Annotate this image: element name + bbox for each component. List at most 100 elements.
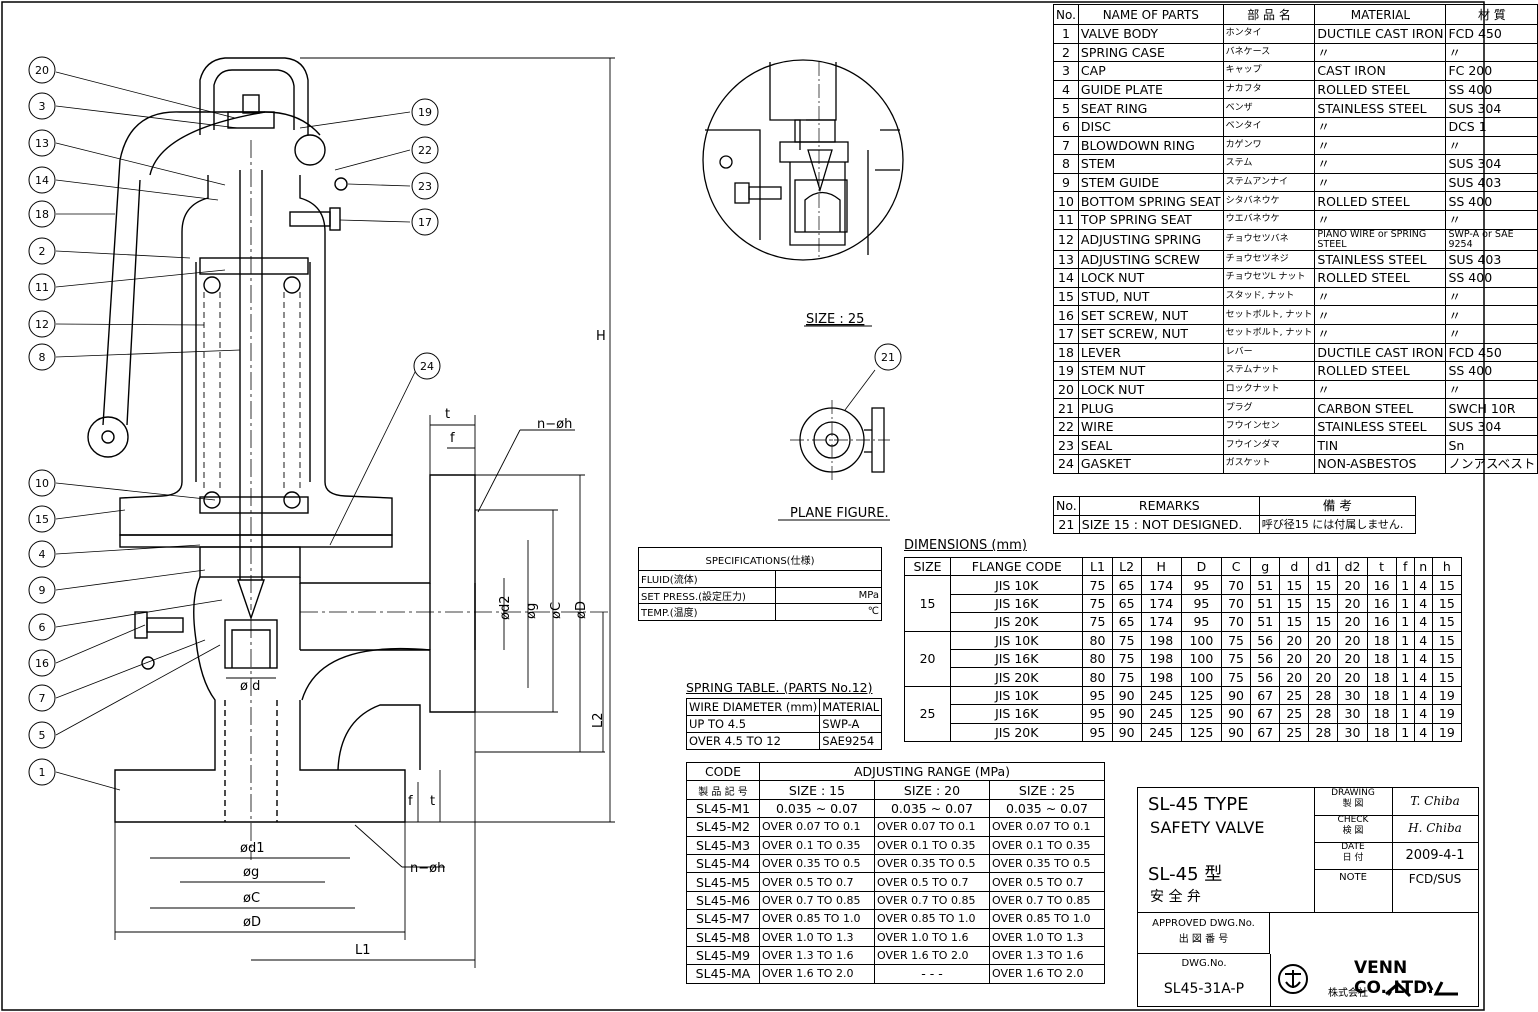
dim-L1: L1 [355,943,371,958]
dim-cell: 16 [1366,575,1397,595]
parts-name: CAP [1077,61,1224,81]
date-label: DATE [1341,842,1365,852]
dim-cell: JIS 20K [950,722,1084,742]
parts-material-jp: 〃 [1445,42,1538,63]
dim-cell: 67 [1250,722,1281,742]
parts-no: 5 [1053,98,1079,118]
parts-no: 10 [1053,191,1079,211]
spring-material: SAE9254 [819,732,883,750]
parts-material: ROLLED STEEL [1314,191,1447,211]
dim-header: C [1221,556,1252,577]
svg-text:13: 13 [35,137,49,150]
dim-cell: 174 [1140,575,1182,595]
dim-header: D [1180,556,1223,577]
parts-material: ROLLED STEEL [1314,361,1447,381]
dim-g-vert: øg [524,603,539,619]
dim-cell: 19 [1431,704,1463,724]
parts-name-jp: セットボルト, ナット [1222,323,1316,344]
plane-figure [790,369,890,480]
approved-label: APPROVED DWG.No. [1152,918,1255,929]
parts-material-jp: 〃 [1445,135,1538,156]
parts-material-jp: FCD 450 [1445,24,1538,44]
parts-name: SPRING CASE [1077,42,1224,63]
dim-cell: 80 [1082,648,1113,669]
dim-D: øD [243,915,261,930]
parts-name-jp: ステム [1222,154,1316,174]
parts-header-name-jp: 部 品 名 [1222,4,1316,25]
dim-cell: 20 [1308,667,1339,687]
dim-cell: 1 [1395,667,1415,687]
dim-cell: 20 [1337,575,1368,595]
parts-material: TIN [1314,435,1447,456]
dim-cell: 18 [1366,704,1397,724]
parts-name-jp: スタッド, ナット [1222,286,1316,307]
dim-cell: 70 [1221,575,1252,595]
parts-name-jp: フウインダマ [1222,435,1316,456]
part-balloon: 7 [28,684,56,712]
part-balloon: 10 [28,469,56,497]
dim-cell: 4 [1413,630,1433,650]
dim-cell: 16 [1366,593,1397,614]
adj-range: OVER 0.07 TO 0.1 [874,817,990,837]
parts-header-no: No. [1053,4,1079,25]
dim-cell: 18 [1366,667,1397,687]
dim-cell: 15 [1431,612,1463,632]
dim-cell: 198 [1140,648,1182,669]
adj-range: OVER 1.0 TO 1.3 [989,927,1105,947]
dim-cell: 30 [1337,704,1368,724]
part-balloon: 23 [411,172,439,200]
part-balloon: 15 [28,505,56,533]
dim-cell: 1 [1395,648,1415,669]
title-en-2: SAFETY VALVE [1150,818,1265,837]
parts-name: TOP SPRING SEAT [1077,209,1224,230]
svg-text:2: 2 [39,245,46,258]
dim-cell: 15 [1431,648,1463,669]
parts-no: 17 [1053,323,1079,344]
adj-range: OVER 1.6 TO 2.0 [874,945,990,966]
parts-name-jp: ガスケット [1222,454,1316,474]
dim-cell: 19 [1431,722,1463,742]
part-balloon: 14 [28,166,56,194]
remarks-jp: 呼び径15 には付属しません. [1258,514,1417,535]
dim-cell: 1 [1395,630,1415,650]
dim-d-inner: ø d [240,679,260,694]
dim-cell: 20 [1337,630,1368,650]
company-logo-icon [1278,964,1308,994]
part-balloon: 8 [28,343,56,371]
specifications-title: SPECIFICATIONS(仕様) [638,547,882,571]
dim-cell: 1 [1395,593,1415,614]
parts-name: STEM GUIDE [1077,172,1224,193]
title-jp-2: 安 全 弁 [1150,889,1201,905]
parts-no: 1 [1053,24,1079,44]
drawing-label: DRAWING [1331,788,1375,798]
parts-material: NON-ASBESTOS [1314,454,1447,474]
dim-g: øg [243,865,259,880]
dim-cell: 90 [1221,685,1252,706]
dim-cell: 15 [1279,575,1310,595]
svg-text:19: 19 [418,106,432,119]
title-block: SL-45 TYPE SAFETY VALVE SL-45 型 安 全 弁 DR… [1137,787,1479,1007]
svg-text:5: 5 [39,729,46,742]
dim-cell: 75 [1221,648,1252,669]
parts-name-jp: チョウセツネジ [1222,249,1316,270]
dim-cell: 95 [1180,575,1223,595]
dim-cell: 198 [1140,630,1182,650]
remarks-header-jp: 備 考 [1258,496,1417,516]
dim-cell: 16 [1366,612,1397,632]
spec-label: FLUID(流体) [638,570,776,588]
dim-cell: 100 [1180,630,1223,650]
dim-cell: 4 [1413,685,1433,706]
parts-material-jp: SUS 304 [1445,416,1538,437]
spec-label: TEMP.(温度) [638,603,776,621]
